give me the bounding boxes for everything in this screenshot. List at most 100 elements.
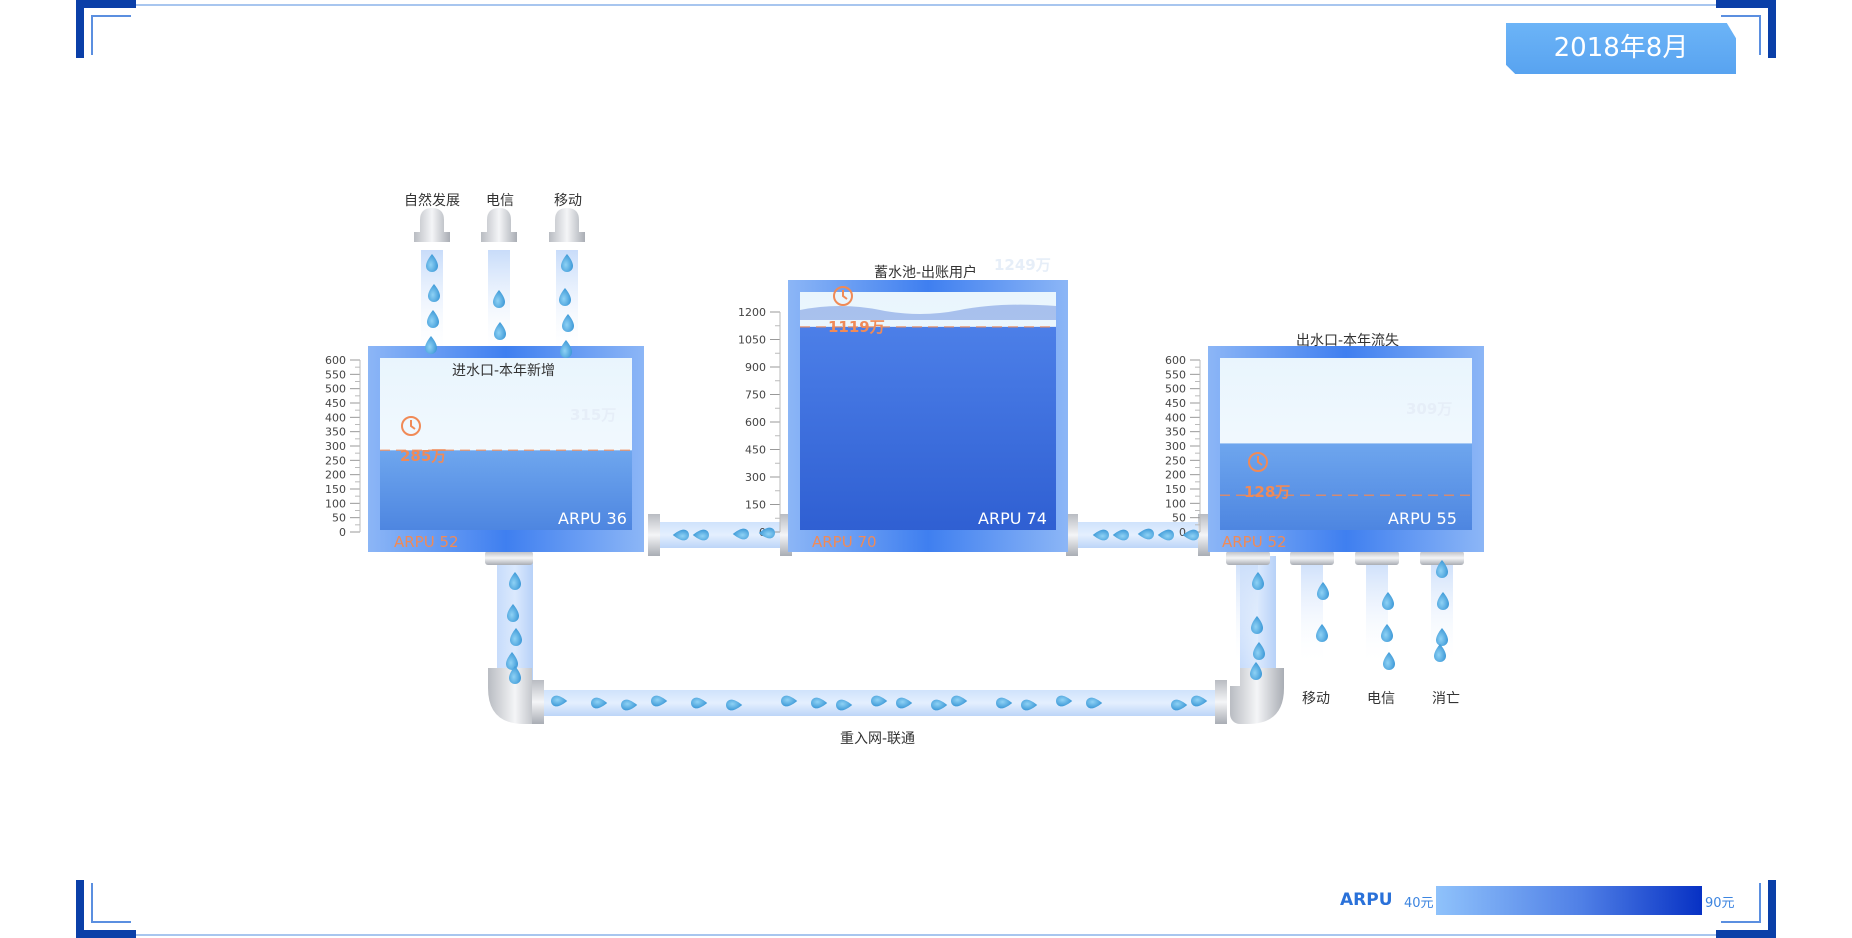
water-drop xyxy=(726,699,743,711)
outlet-scale-tick: 400 xyxy=(1165,411,1186,424)
inlet-scale-tick: 500 xyxy=(325,383,346,396)
source-label-mobile: 移动 xyxy=(554,193,582,209)
water-drop xyxy=(559,288,571,306)
water-drop xyxy=(425,336,437,354)
legend-min: 40元 xyxy=(1404,896,1434,911)
outlet-scale-tick: 550 xyxy=(1165,368,1186,381)
water-drop xyxy=(781,695,798,707)
outlet-scale-tick: 100 xyxy=(1165,497,1186,510)
outlet-scale-tick: 150 xyxy=(1165,483,1186,496)
inlet-scale-tick: 600 xyxy=(325,354,346,367)
date-selector[interactable]: 2018年8月 xyxy=(1506,23,1736,74)
water-drop xyxy=(509,666,521,684)
outlet-scale-tick: 600 xyxy=(1165,354,1186,367)
reservoir-scale-tick: 750 xyxy=(745,389,766,402)
outlet-tank-capacity: 309万 xyxy=(1406,400,1453,418)
water-drop xyxy=(493,290,505,308)
water-drop xyxy=(509,572,521,590)
frame-bottom-line xyxy=(92,934,1760,936)
inlet-tank-arpu: ARPU 36 xyxy=(558,509,627,528)
water-drop xyxy=(1253,642,1265,660)
reservoir-level: 1119万 xyxy=(828,318,885,336)
outlet-scale-tick: 200 xyxy=(1165,469,1186,482)
water-drop xyxy=(1056,695,1073,707)
water-drop xyxy=(621,699,638,711)
outlet-drains xyxy=(485,551,1464,666)
legend-max: 90元 xyxy=(1705,896,1735,911)
water-drop xyxy=(1317,582,1329,600)
water-drop xyxy=(591,697,608,709)
drain-label-telecom: 电信 xyxy=(1367,691,1395,707)
water-drop xyxy=(1436,628,1448,646)
water-drop xyxy=(1436,560,1448,578)
return-pipe-label: 重入网-联通 xyxy=(840,731,916,747)
legend-title: ARPU xyxy=(1340,890,1393,910)
water-drop xyxy=(1437,592,1449,610)
reservoir-scale: 120010509007506004503001500 xyxy=(738,306,781,539)
outlet-scale-tick: 450 xyxy=(1165,397,1186,410)
water-drop xyxy=(1092,529,1109,541)
water-drop xyxy=(692,529,709,541)
water-drop xyxy=(1250,662,1262,680)
inlet-scale-tick: 200 xyxy=(325,469,346,482)
inlet-scale-tick: 50 xyxy=(332,512,346,525)
inlet-scale-tick: 100 xyxy=(325,497,346,510)
outlet-scale-tick: 300 xyxy=(1165,440,1186,453)
water-drop xyxy=(506,652,518,670)
outlet-scale-tick: 350 xyxy=(1165,426,1186,439)
inlet-scale-tick: 150 xyxy=(325,483,346,496)
drain-label-mobile: 移动 xyxy=(1302,691,1330,707)
inlet-tank-title: 进水口-本年新增 xyxy=(452,363,556,379)
frame-top-line xyxy=(92,4,1760,6)
reservoir-scale-tick: 450 xyxy=(745,444,766,457)
water-drop xyxy=(1112,529,1129,541)
water-drop xyxy=(1182,529,1199,541)
water-drop xyxy=(871,695,888,707)
outlet-tank-arpu-outer: ARPU 52 xyxy=(1222,533,1287,551)
frame-corner-top-left xyxy=(76,0,136,60)
inlet-tank-capacity: 315万 xyxy=(570,406,617,424)
water-drop xyxy=(1383,652,1395,670)
inlet-tank-arpu-outer: ARPU 52 xyxy=(394,533,459,551)
source-label-telecom: 电信 xyxy=(486,193,514,209)
water-drop xyxy=(896,697,913,709)
water-drop xyxy=(1021,699,1038,711)
water-drop xyxy=(494,322,506,340)
frame-corner-bottom-right xyxy=(1716,878,1776,938)
outlet-tank-level: 128万 xyxy=(1244,483,1291,501)
inlet-scale-tick: 350 xyxy=(325,426,346,439)
outlet-tank-title: 出水口-本年流失 xyxy=(1296,333,1400,349)
outlet-scale-tick: 50 xyxy=(1172,512,1186,525)
frame-corner-bottom-left xyxy=(76,878,136,938)
water-drop xyxy=(1252,572,1264,590)
water-drop xyxy=(1137,528,1154,540)
reservoir-scale-tick: 600 xyxy=(745,416,766,429)
reservoir-title: 蓄水池-出账用户 xyxy=(874,265,978,281)
water-drop xyxy=(931,699,948,711)
reservoir-arpu: ARPU 74 xyxy=(978,509,1047,528)
water-drop xyxy=(427,310,439,328)
return-pipe xyxy=(488,556,1284,724)
reservoir-arpu-outer: ARPU 70 xyxy=(812,533,877,551)
outlet-scale-tick: 0 xyxy=(1179,526,1186,539)
water-drop xyxy=(551,695,568,707)
inlet-scale-tick: 450 xyxy=(325,397,346,410)
inlet-scale-tick: 0 xyxy=(339,526,346,539)
legend-color-bar xyxy=(1436,886,1702,915)
inlet-tank-level: 285万 xyxy=(400,447,447,465)
water-drop xyxy=(560,340,572,358)
outlet-scale-tick: 500 xyxy=(1165,383,1186,396)
water-drop xyxy=(1157,529,1174,541)
water-drop xyxy=(1434,644,1446,662)
water-drop xyxy=(651,695,668,707)
water-drop xyxy=(1381,624,1393,642)
water-drop xyxy=(428,284,440,302)
outlet-scale-tick: 250 xyxy=(1165,454,1186,467)
water-drop xyxy=(672,529,689,541)
frame-corner-top-right xyxy=(1716,0,1776,60)
